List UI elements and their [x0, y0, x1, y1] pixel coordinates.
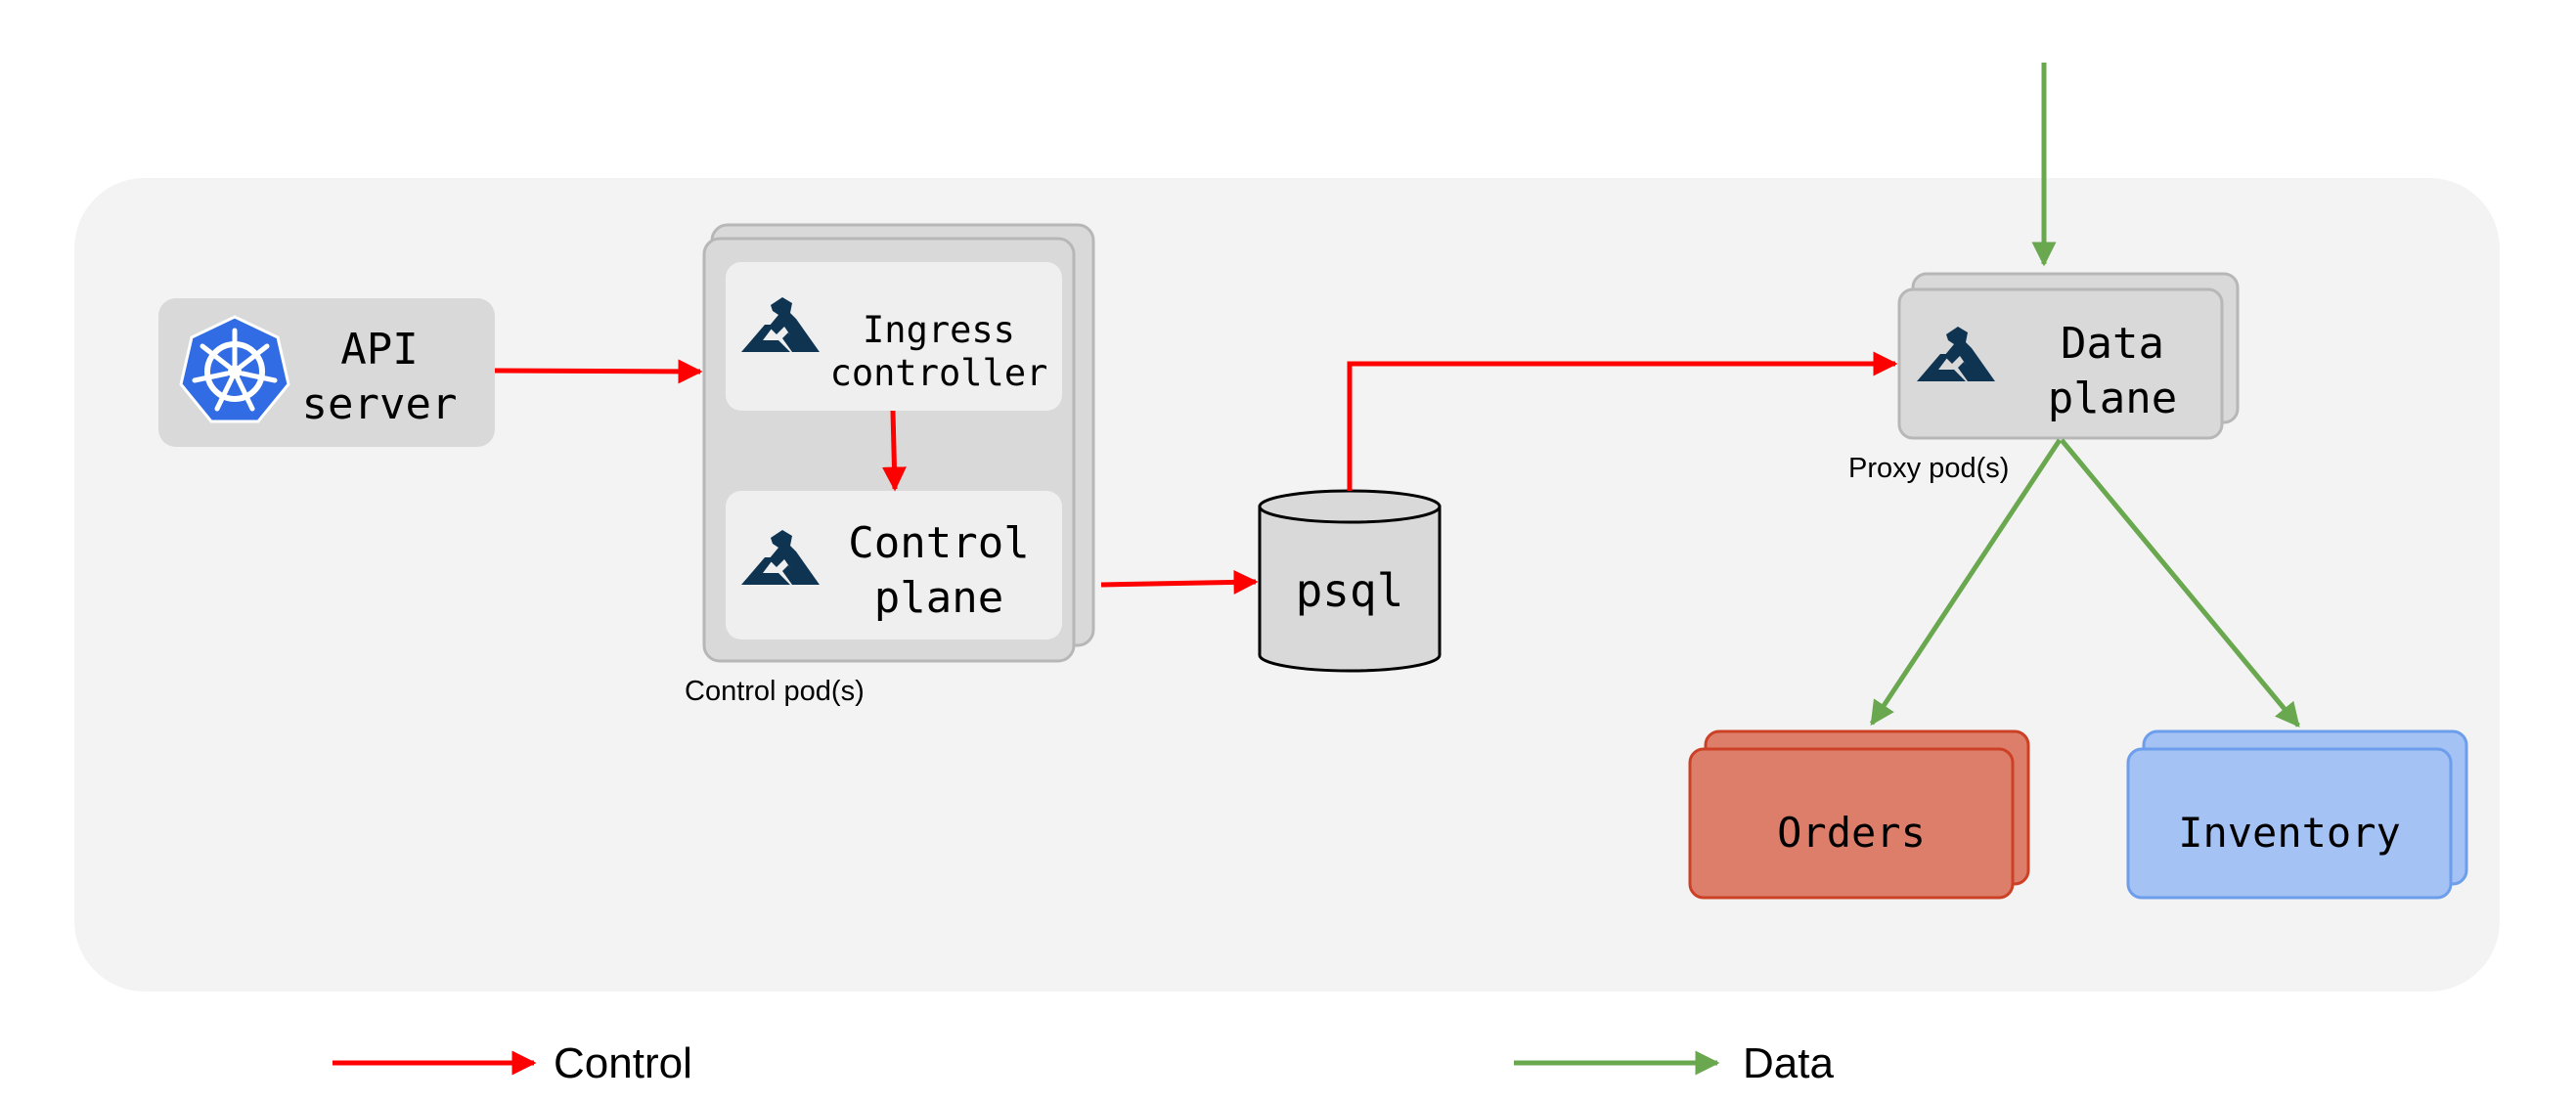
control-pods-caption: Control pod(s) — [685, 676, 865, 707]
data-plane-label-line1: Data — [2061, 319, 2164, 369]
data-plane-node — [1897, 287, 2224, 440]
proxy-pods-caption: Proxy pod(s) — [1848, 453, 2009, 484]
control-plane-label-line1: Control — [848, 518, 1029, 568]
inventory-service-node: Inventory — [2126, 729, 2468, 900]
edge-control-plane-to-psql — [1100, 569, 1259, 595]
legend: Control Data — [333, 1039, 1834, 1087]
api-server-label-line1: API — [340, 325, 418, 375]
legend-data-label: Data — [1743, 1039, 1834, 1087]
edge-data-plane-to-orders — [1869, 438, 2063, 727]
control-pod-group: Ingress controller Control plane — [702, 223, 1095, 663]
legend-control-label: Control — [554, 1039, 692, 1087]
control-plane-node — [726, 491, 1062, 640]
ingress-controller-node — [726, 262, 1062, 411]
edge-api-server-to-ingress — [494, 359, 703, 384]
proxy-pod-group: Data plane — [1897, 272, 2240, 440]
edge-ingress-to-control-plane — [881, 410, 907, 492]
data-plane-label-line2: plane — [2048, 374, 2177, 423]
api-server-node: API server — [158, 298, 495, 447]
edge-psql-to-data-plane — [1347, 351, 1898, 491]
control-plane-label-line2: plane — [874, 573, 1003, 623]
psql-database-node: psql — [1258, 489, 1442, 673]
orders-service-node: Orders — [1688, 729, 2030, 900]
edge-data-plane-to-inventory — [2060, 438, 2300, 728]
ingress-controller-label-line1: Ingress — [863, 309, 1015, 351]
ingress-controller-label-line2: controller — [830, 352, 1048, 394]
kubernetes-helm-icon — [179, 315, 290, 423]
psql-label: psql — [1296, 564, 1404, 617]
inventory-label: Inventory — [2178, 809, 2401, 857]
api-server-label-line2: server — [302, 379, 458, 429]
orders-label: Orders — [1777, 809, 1926, 857]
